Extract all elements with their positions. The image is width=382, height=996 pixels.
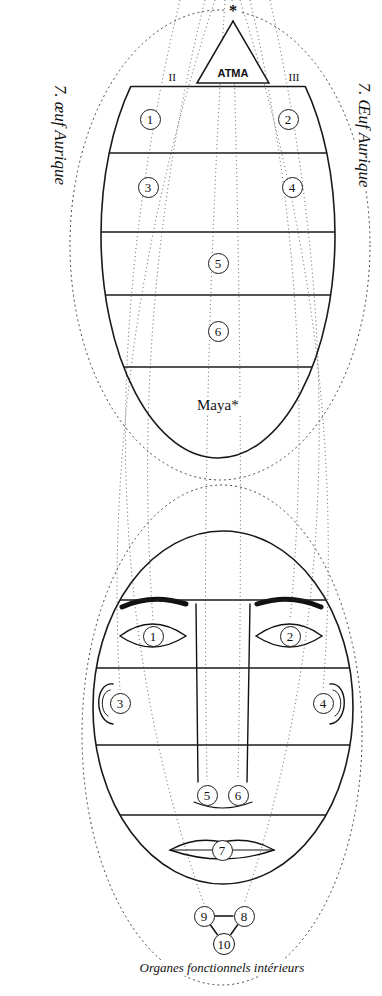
callout-number: 8 — [234, 906, 255, 927]
callout-number: 3 — [110, 693, 131, 714]
connector-line — [230, 925, 238, 936]
callout-text: 3 — [145, 181, 152, 194]
connector-line — [210, 925, 218, 936]
atma-triangle: ATMA — [196, 20, 270, 84]
callout-text: 2 — [287, 630, 294, 643]
callout-number: 2 — [278, 109, 299, 130]
band-label: Maya* — [195, 397, 241, 414]
callout-number: 1 — [140, 109, 161, 130]
callout-number: 9 — [194, 906, 215, 927]
roman-numeral: II — [167, 71, 178, 83]
callout-text: 6 — [215, 325, 222, 338]
asterisk: * — [227, 2, 239, 20]
auric-egg: 7. œuf Aurique7. Œuf AuriqueMaya*123456 — [100, 85, 336, 459]
callout-text: 7 — [219, 844, 226, 857]
connector-line — [215, 915, 234, 917]
callout-number: 2 — [280, 626, 301, 647]
callout-number: 6 — [228, 785, 249, 806]
callout-text: 8 — [241, 910, 248, 923]
vertical-label: 7. œuf Aurique — [50, 83, 70, 187]
face-features — [99, 599, 345, 859]
outer-dotted-ovals — [70, 10, 370, 985]
roman-numeral: III — [287, 71, 302, 83]
callout-number: 4 — [313, 693, 334, 714]
node-label: ATMA — [196, 67, 270, 79]
callout-number: 3 — [138, 177, 159, 198]
callout-number: 4 — [282, 177, 303, 198]
callout-text: 10 — [218, 938, 231, 951]
callout-number: 5 — [208, 253, 229, 274]
callout-text: 4 — [320, 697, 327, 710]
callout-text: 5 — [215, 257, 222, 270]
callout-number: 1 — [143, 626, 164, 647]
callout-text: 4 — [289, 181, 296, 194]
callout-text: 1 — [150, 630, 157, 643]
callout-text: 2 — [285, 113, 292, 126]
fan-lines — [117, 0, 328, 904]
callout-number: 10 — [213, 933, 235, 955]
callout-text: 5 — [204, 789, 211, 802]
callout-number: 7 — [212, 840, 233, 861]
callout-text: 1 — [147, 113, 154, 126]
callout-number: 5 — [197, 785, 218, 806]
callout-text: 6 — [235, 789, 242, 802]
vertical-label: 7. Œuf Aurique — [354, 81, 374, 190]
face-oval: Organes fonctionnels intérieurs1234567 — [92, 530, 354, 885]
callout-text: 9 — [201, 910, 208, 923]
callout-number: 6 — [208, 321, 229, 342]
callout-text: 3 — [117, 697, 124, 710]
caption-label: Organes fonctionnels intérieurs — [138, 960, 307, 976]
